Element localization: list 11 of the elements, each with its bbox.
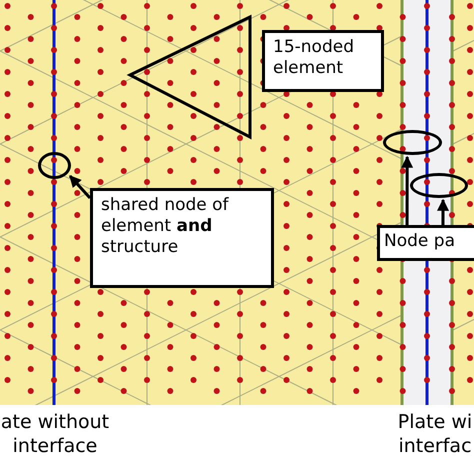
arrow — [401, 156, 414, 225]
callout-box: 15-noded element — [262, 30, 384, 92]
callout-box: shared node of element and structure — [90, 188, 274, 288]
node-marker-ellipse — [383, 130, 442, 155]
callout-box: Node pa — [377, 225, 474, 261]
plate-caption: ate without interface — [0, 410, 110, 458]
plate-caption: Plate wi interfac — [396, 410, 474, 458]
node-marker-ellipse — [38, 152, 71, 179]
arrow — [68, 175, 92, 199]
arrow — [437, 198, 450, 225]
node-marker-ellipse — [410, 173, 468, 198]
